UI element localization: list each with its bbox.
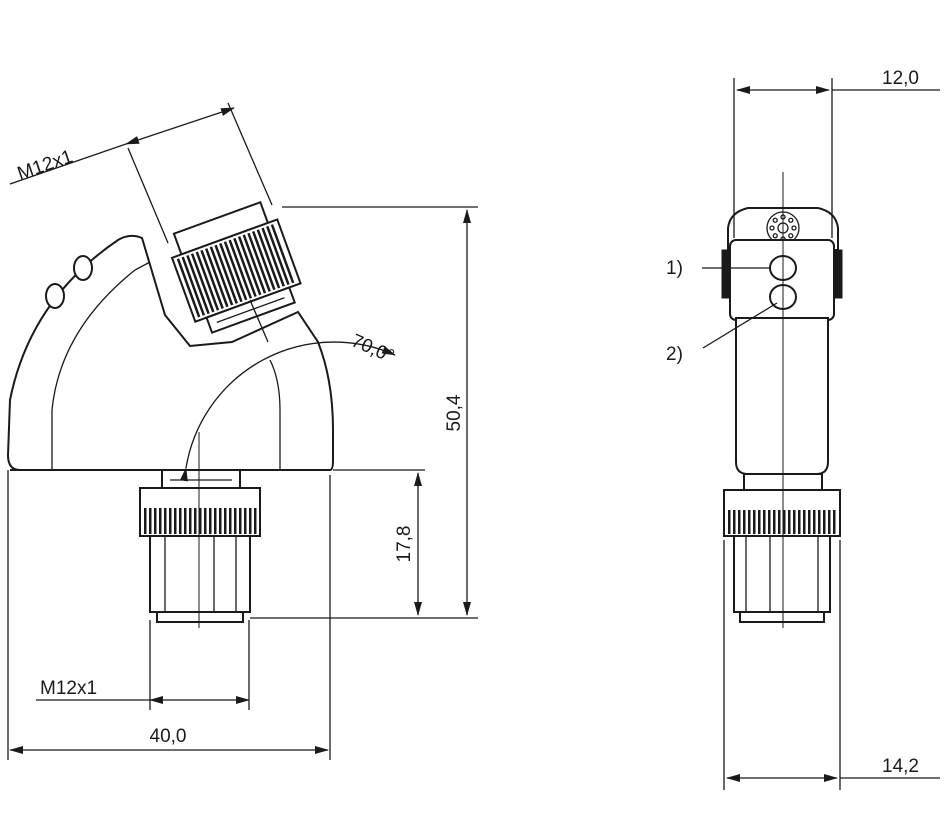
dim-width-side-bottom: 14,2 [882,756,919,777]
led-bump-1 [73,255,93,281]
angle-arc [179,341,396,482]
front-view [6,102,478,760]
dim-width-front: 40,0 [150,726,187,747]
dim-height-total: 50,4 [444,394,465,431]
side-view [702,78,940,790]
callout-2: 2) [666,344,683,365]
top-coupling-nut [170,200,302,334]
dim-width-side-top: 12,0 [882,68,919,89]
dim-thread-top: M12x1 [15,146,76,184]
callout-1: 1) [666,258,683,279]
bottom-connector [139,469,261,623]
dim-thread-bottom: M12x1 [40,678,97,699]
dim-height-lower: 17,8 [394,526,415,563]
dim-angle: 70,0° [348,330,397,367]
led-bump-2 [45,283,65,309]
